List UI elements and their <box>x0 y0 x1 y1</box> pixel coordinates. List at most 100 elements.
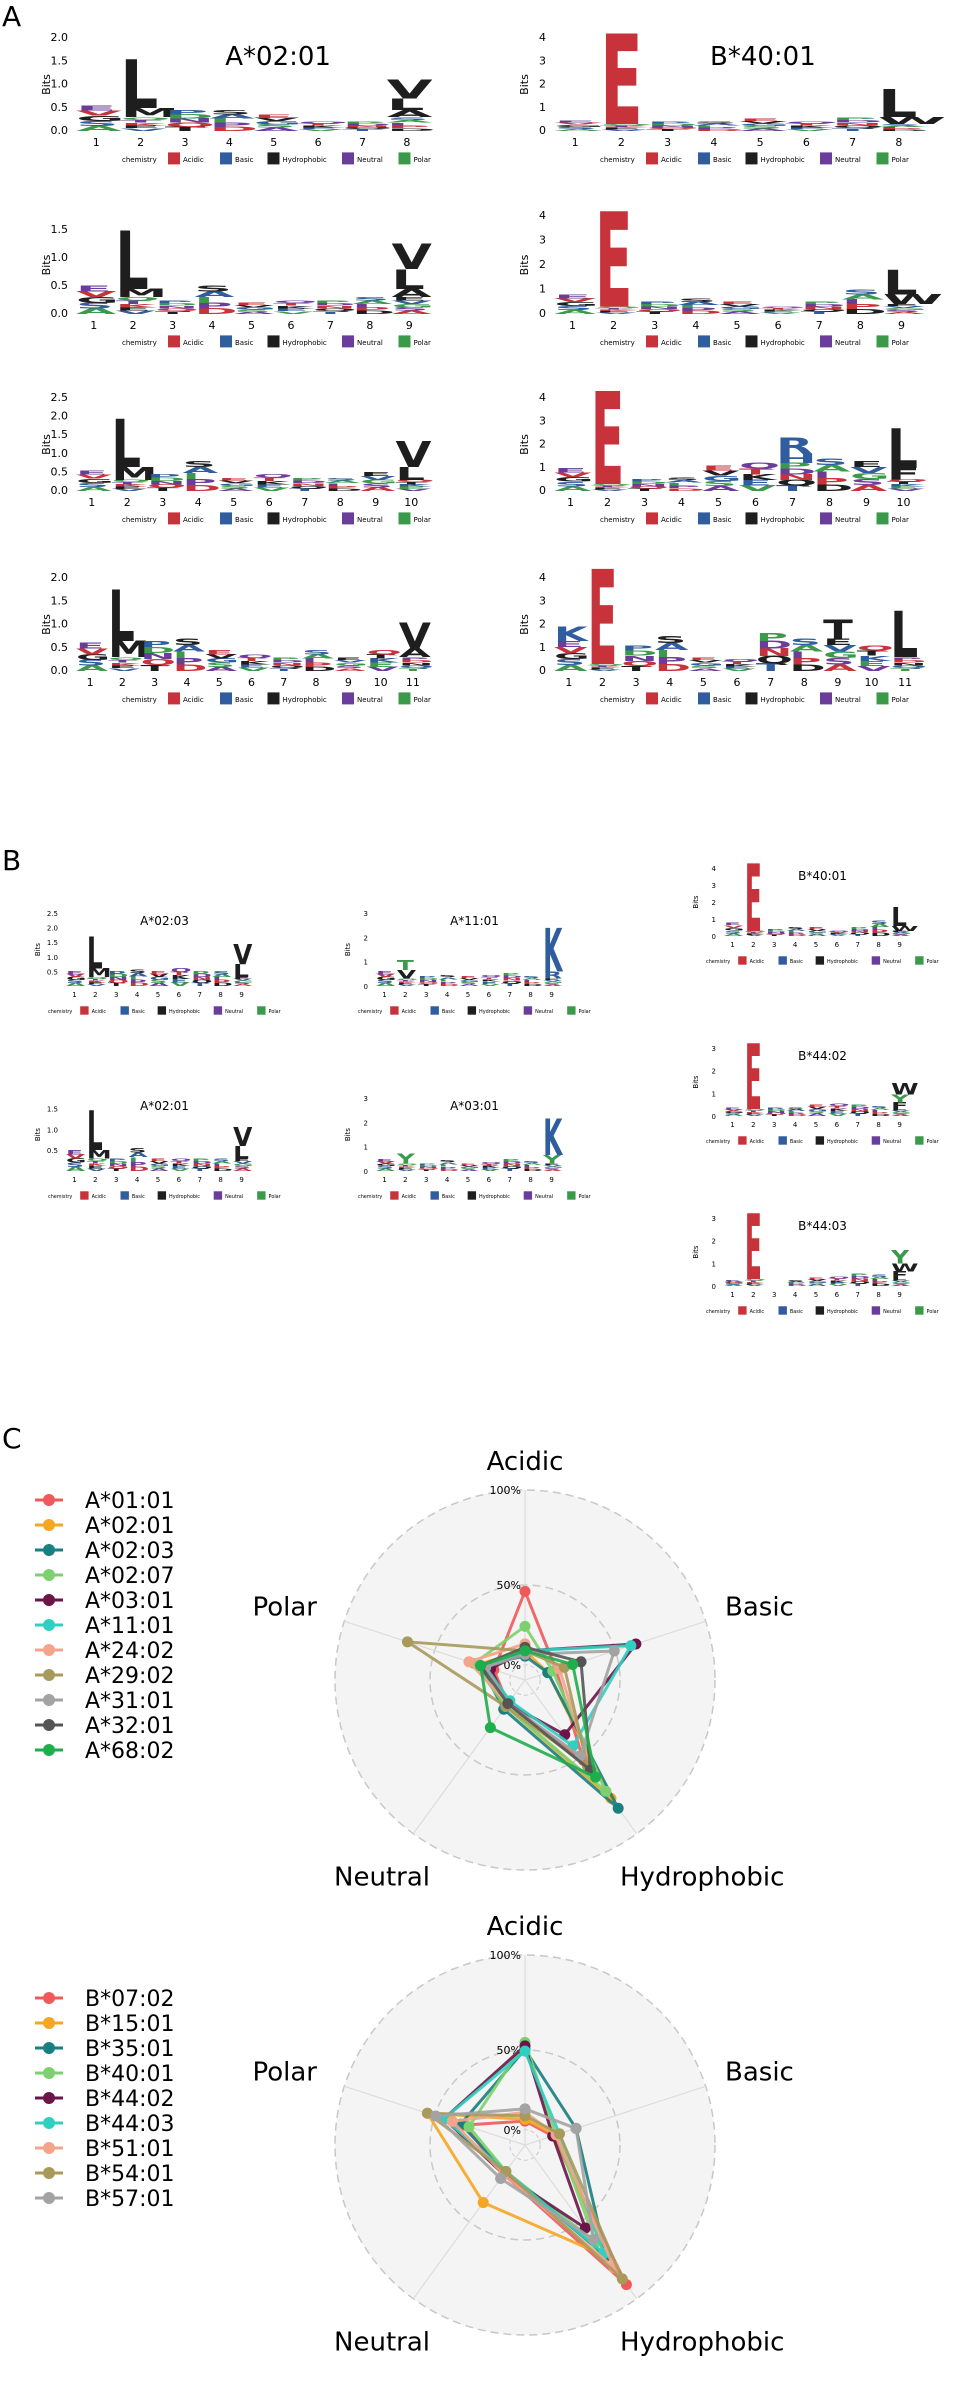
legend-key-point <box>43 1519 55 1531</box>
legend-key-point <box>43 1544 55 1556</box>
logo-bg-letter: Q <box>621 660 658 668</box>
logo-bg-letter: D <box>776 467 816 476</box>
legend-swatch <box>646 335 658 348</box>
logo-bg-letter: A <box>554 309 596 315</box>
legend-label: Acidic <box>183 339 204 347</box>
legend-swatch <box>398 335 411 348</box>
logo-bg-letter: D <box>890 659 926 663</box>
legend-label: Polar <box>414 516 431 524</box>
logo-ytick: 3 <box>364 1095 368 1103</box>
logo-bg-letter: V <box>554 122 602 125</box>
logo-xtick: 4 <box>445 1176 450 1184</box>
logo-xtick: 8 <box>876 941 880 949</box>
legend-swatch <box>820 335 832 348</box>
logo-ytick: 1 <box>539 283 546 296</box>
logo-bg-letter: T <box>828 1106 845 1110</box>
logo-bg-letter: Q <box>418 982 439 985</box>
logo-bg-letter: I <box>387 122 409 126</box>
legend-swatch <box>871 956 881 965</box>
logo-ytick: 2.5 <box>51 391 69 404</box>
logo-bg-letter: S <box>850 478 885 488</box>
logo-bg-letter: P <box>832 116 878 120</box>
logo-bg-letter: S <box>376 1166 394 1170</box>
logo-bg-letter: E <box>87 982 104 985</box>
logo-xtick: 5 <box>715 496 722 509</box>
logo-bg-letter: Q <box>828 1277 849 1280</box>
logo-letter: M <box>115 287 167 300</box>
legend-title: chemistry <box>706 959 730 965</box>
logo-bg-letter: Q <box>849 932 870 935</box>
logo-xtick: 8 <box>218 991 222 999</box>
logo-10: Bits01234ASGVE1VEKTQE2TQNDP3DPIAS4ASGVE5… <box>692 846 940 965</box>
radar-point <box>616 2273 628 2285</box>
logo-bg-letter: I <box>183 471 200 481</box>
logo-bg-letter: K <box>591 486 631 488</box>
legend-label: Neutral <box>357 156 383 164</box>
logo-bg-letter: S <box>554 305 593 311</box>
logo-xtick: 8 <box>403 136 410 149</box>
logo-bg-letter: I <box>522 1165 531 1168</box>
legend-series-label: B*07:02 <box>85 1987 175 2012</box>
logo-bg-letter: E <box>480 1167 497 1170</box>
radar-point <box>625 1640 637 1652</box>
logo-bg-letter: V <box>397 1169 417 1171</box>
logo-letter: L <box>233 1143 249 1163</box>
logo-bg-letter: I <box>665 482 683 486</box>
logo-ylabel: Bits <box>518 254 531 275</box>
logo-bg-letter: G <box>891 1112 911 1114</box>
logo-bg-letter: V <box>254 117 301 122</box>
legend-swatch <box>523 1191 533 1200</box>
legend-swatch <box>157 1006 167 1015</box>
logo-bg-letter: S <box>787 927 805 930</box>
logo-bg-letter: P <box>756 632 788 644</box>
logo-xtick: 10 <box>865 676 879 689</box>
logo-letter: E <box>588 543 618 695</box>
legend-swatch <box>815 956 825 965</box>
logo-bg-letter: A <box>883 312 925 315</box>
logo-xtick: 8 <box>313 676 320 689</box>
radar-ring-label: 50% <box>497 1579 521 1592</box>
logo-bg-letter: N <box>501 1163 522 1167</box>
logo-bg-letter: T <box>254 477 286 482</box>
logo-bg-letter: T <box>828 932 845 934</box>
logo-xtick: 6 <box>287 319 294 332</box>
radar-point <box>421 2107 433 2119</box>
radar-point <box>519 1585 531 1597</box>
logo-bg-letter: D <box>870 1283 891 1287</box>
logo-bg-letter: S <box>522 976 540 979</box>
legend-key-point <box>43 1719 55 1731</box>
logo-bg-letter: K <box>828 1108 849 1112</box>
radar-1: 100%50%0%AcidicBasicHydrophobicNeutralPo… <box>35 1912 794 2357</box>
logo-bg-letter: G <box>808 931 828 934</box>
logo-letter: L <box>883 263 918 302</box>
logo-bg-letter: S <box>205 661 235 668</box>
logo-bg-letter: T <box>857 649 888 657</box>
legend-label: Neutral <box>225 1194 243 1200</box>
logo-bg-letter: T <box>636 311 674 315</box>
logo-bg-letter: P <box>677 307 717 312</box>
legend-label: Polar <box>414 156 431 164</box>
legend-series-label: A*68:02 <box>85 1739 174 1764</box>
logo-bg-letter: N <box>849 1109 870 1113</box>
logo-bg-letter: D <box>787 1114 808 1116</box>
logo-ytick: 4 <box>539 571 546 584</box>
logo-bg-letter: N <box>832 122 884 126</box>
logo-bg-letter: N <box>890 662 926 666</box>
logo-bg-letter: P <box>636 301 676 305</box>
legend-label: Acidic <box>183 156 204 164</box>
logo-bg-letter: T <box>108 982 126 987</box>
logo-bg-letter: D <box>628 481 668 485</box>
legend-label: Neutral <box>883 1309 901 1315</box>
logo-bg-letter: A <box>76 125 122 133</box>
radar-ring-label: 100% <box>490 1484 521 1497</box>
radar-point <box>484 1722 496 1734</box>
logo-xtick: 1 <box>730 1121 734 1129</box>
logo-xtick: 7 <box>327 319 334 332</box>
logo-bg-letter: T <box>849 1283 866 1287</box>
logo-xtick: 4 <box>666 676 673 689</box>
logo-bg-letter: I <box>212 977 221 982</box>
legend-swatch <box>342 512 354 525</box>
logo-bg-letter: Q <box>857 644 894 652</box>
logo-bg-letter: E <box>66 1149 83 1156</box>
logo-xtick: 5 <box>814 1291 818 1299</box>
